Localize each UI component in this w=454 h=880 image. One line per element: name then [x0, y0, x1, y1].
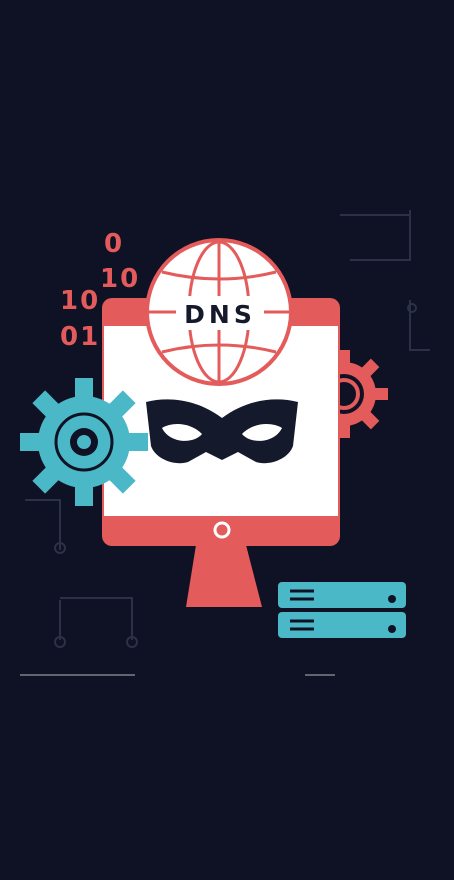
- binary-line-1: 0: [104, 229, 124, 259]
- dns-label: DNS: [184, 300, 256, 329]
- server-icon: [278, 582, 406, 638]
- globe-icon: DNS: [145, 238, 293, 386]
- mask-icon: [146, 399, 298, 464]
- gear-icon: [20, 378, 148, 506]
- binary-line-3: 10: [60, 286, 100, 316]
- binary-digits: 0 10 10 01: [60, 229, 140, 352]
- power-button-icon: [213, 521, 231, 539]
- binary-line-4: 01: [60, 322, 100, 352]
- monitor-stand: [186, 545, 262, 607]
- circuit-lines: [20, 210, 430, 676]
- binary-line-2: 10: [100, 264, 140, 294]
